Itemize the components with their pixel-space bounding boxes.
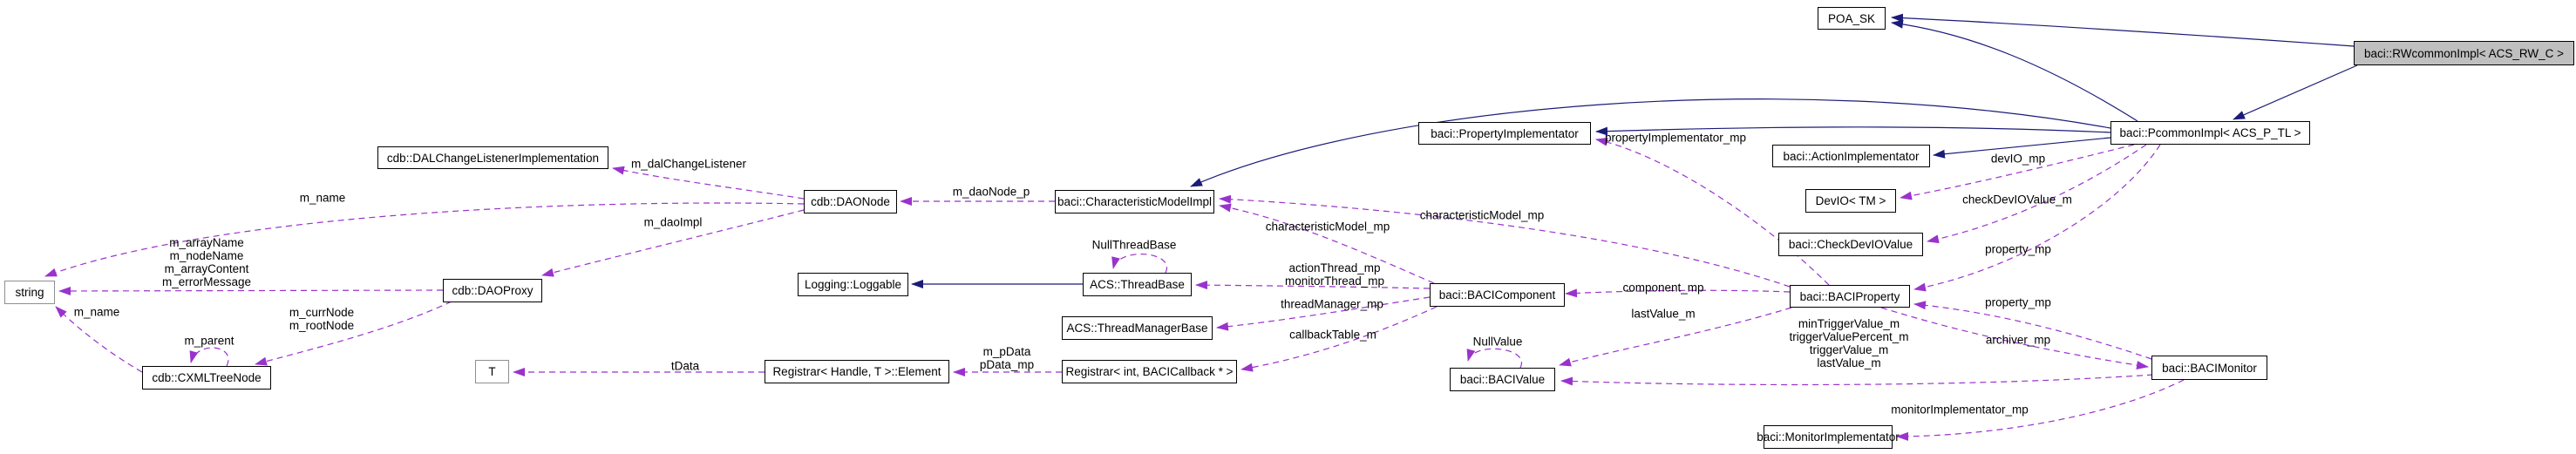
node-action-implementator[interactable]: baci::ActionImplementator bbox=[1772, 145, 1930, 167]
edge-uses-property-characteristicmodel-mp bbox=[1219, 194, 1791, 288]
node-poa-sk[interactable]: POA_SK bbox=[1818, 7, 1886, 30]
edge-inherit-pcommon-to-action-implementator bbox=[1933, 137, 2111, 159]
edge-inherit-pcommon-to-poa-sk bbox=[1891, 19, 2138, 122]
node-dalchangelistener-implementation[interactable]: cdb::DALChangeListenerImplementation bbox=[377, 146, 608, 169]
edge-uses-nullthreadbase-self-loop bbox=[1111, 253, 1168, 274]
edge-uses-action-monitor-thread-mp bbox=[1195, 281, 1431, 290]
edge-label-string-members: m_arrayName m_nodeName m_arrayContent m_… bbox=[161, 236, 252, 288]
node-characteristicmodelimpl[interactable]: baci::CharacteristicModelImpl bbox=[1055, 190, 1214, 213]
edge-uses-propertyimplementator-mp bbox=[1595, 137, 1830, 286]
node-daoproxy[interactable]: cdb::DAOProxy bbox=[443, 279, 542, 302]
edge-label-monitorimplementator-mp: monitorImplementator_mp bbox=[1891, 403, 2029, 417]
edge-label-nullvalue: NullValue bbox=[1472, 335, 1523, 349]
edge-inherit-rwcommon-to-poa-sk bbox=[1891, 13, 2355, 47]
edge-label-archiver-mp: archiver_mp bbox=[1985, 333, 2051, 347]
edge-label-component-mp: component_mp bbox=[1622, 281, 1704, 295]
edge-label-devio-mp: devIO_mp bbox=[1990, 152, 2046, 166]
edge-label-tdata: tData bbox=[670, 359, 700, 373]
edge-label-nullthreadbase: NullThreadBase bbox=[1091, 238, 1177, 252]
edge-uses-tree-m-name bbox=[55, 306, 143, 373]
node-registrar-int-bacicallback[interactable]: Registrar< int, BACICallback * > bbox=[1062, 360, 1237, 383]
edge-label-m-name-daonode: m_name bbox=[299, 191, 346, 205]
edge-label-callbacktable-m: callbackTable_m bbox=[1289, 328, 1376, 342]
edge-uses-pcommon-property-mp bbox=[1913, 144, 2161, 292]
node-threadbase[interactable]: ACS::ThreadBase bbox=[1083, 273, 1192, 296]
edge-uses-daonode-m-name bbox=[44, 202, 805, 277]
edge-label-checkdeviovalue-m: checkDevIOValue_m bbox=[1962, 193, 2072, 207]
edge-label-characteristicmodel-mp-component: characteristicModel_mp bbox=[1265, 220, 1390, 234]
node-checkdeviovalue[interactable]: baci::CheckDevIOValue bbox=[1778, 233, 1923, 256]
edge-uses-m-parent-self-loop bbox=[189, 347, 229, 367]
edge-uses-monitor-trigger-values bbox=[1560, 374, 2154, 386]
node-rwcommonimpl: baci::RWcommonImpl< ACS_RW_C > bbox=[2354, 41, 2574, 65]
edge-label-m-parent: m_parent bbox=[184, 334, 234, 348]
edge-uses-callbacktable-m bbox=[1240, 306, 1438, 372]
node-registrar-element[interactable]: Registrar< Handle, T >::Element bbox=[765, 360, 949, 383]
edge-uses-m-currnode-m-rootnode bbox=[255, 301, 452, 366]
node-property-implementator[interactable]: baci::PropertyImplementator bbox=[1418, 122, 1591, 145]
edge-uses-monitor-property-mp bbox=[1913, 301, 2152, 360]
node-bacimonitor[interactable]: baci::BACIMonitor bbox=[2151, 356, 2267, 380]
edge-label-characteristicmodel-mp-property: characteristicModel_mp bbox=[1419, 208, 1545, 222]
node-threadmanagerbase[interactable]: ACS::ThreadManagerBase bbox=[1062, 316, 1213, 340]
node-bacivalue[interactable]: baci::BACIValue bbox=[1450, 368, 1555, 391]
edge-label-m-name-tree: m_name bbox=[73, 305, 120, 319]
edge-label-action-monitor-thread-mp: actionThread_mp monitorThread_mp bbox=[1284, 261, 1385, 288]
node-t: T bbox=[475, 360, 509, 383]
node-cxmltreenode[interactable]: cdb::CXMLTreeNode bbox=[142, 366, 271, 390]
edge-uses-monitorimplementator-mp bbox=[1896, 379, 2185, 441]
edge-inherit-pcommon-to-property-implementator bbox=[1595, 126, 2111, 136]
edge-label-lastvalue-m-property: lastValue_m bbox=[1631, 307, 1696, 321]
edge-label-m-daonode-p: m_daoNode_p bbox=[952, 185, 1030, 199]
edge-uses-component-characteristicmodel-mp bbox=[1219, 203, 1435, 284]
edge-label-m-dalchangelistener: m_dalChangeListener bbox=[630, 157, 747, 171]
node-baciproperty[interactable]: baci::BACIProperty bbox=[1790, 285, 1910, 308]
edge-label-m-pdata-pdata-mp: m_pData pData_mp bbox=[979, 345, 1035, 371]
edge-uses-archiver-mp bbox=[1880, 307, 2149, 369]
edge-label-monitor-trigger-values: minTriggerValue_m triggerValuePercent_m … bbox=[1789, 317, 1909, 369]
edge-uses-nullvalue-self-loop bbox=[1466, 348, 1523, 369]
edge-label-m-daoimpl: m_daoImpl bbox=[643, 215, 703, 229]
edge-uses-m-daoimpl bbox=[541, 209, 805, 277]
edge-inherit-pcommon-to-characteristic-model bbox=[1190, 98, 2111, 187]
node-devio[interactable]: DevIO< TM > bbox=[1805, 189, 1896, 213]
node-pcommonimpl[interactable]: baci::PcommonImpl< ACS_P_TL > bbox=[2110, 121, 2310, 145]
edge-label-threadmanager-mp: threadManager_mp bbox=[1281, 297, 1383, 311]
edge-uses-threadmanager-mp bbox=[1216, 296, 1431, 331]
edge-inherit-rwcommon-to-pcommon bbox=[2233, 64, 2358, 120]
edge-label-propertyimplementator-mp: propertyImplementator_mp bbox=[1604, 131, 1747, 145]
edge-uses-property-lastvalue-m bbox=[1559, 307, 1792, 367]
edge-uses-daoproxy-string-members bbox=[58, 286, 444, 295]
edge-label-property-mp-pcommon: property_mp bbox=[1985, 242, 2051, 256]
node-bacicomponent[interactable]: baci::BACIComponent bbox=[1430, 283, 1565, 307]
node-daonode[interactable]: cdb::DAONode bbox=[804, 190, 897, 213]
node-monitorimplementator[interactable]: baci::MonitorImplementator bbox=[1757, 425, 1900, 449]
edge-label-property-mp-monitor: property_mp bbox=[1985, 295, 2051, 309]
edge-uses-devio-mp bbox=[1900, 144, 2135, 200]
edge-label-currnode-rootnode: m_currNode m_rootNode bbox=[289, 306, 355, 332]
node-string: string bbox=[4, 281, 55, 304]
edge-uses-m-dalchangelistener bbox=[612, 166, 805, 200]
edge-uses-component-mp bbox=[1565, 288, 1791, 298]
edge-uses-checkdeviovalue-m bbox=[1927, 144, 2147, 244]
node-loggable[interactable]: Logging::Loggable bbox=[798, 273, 908, 296]
